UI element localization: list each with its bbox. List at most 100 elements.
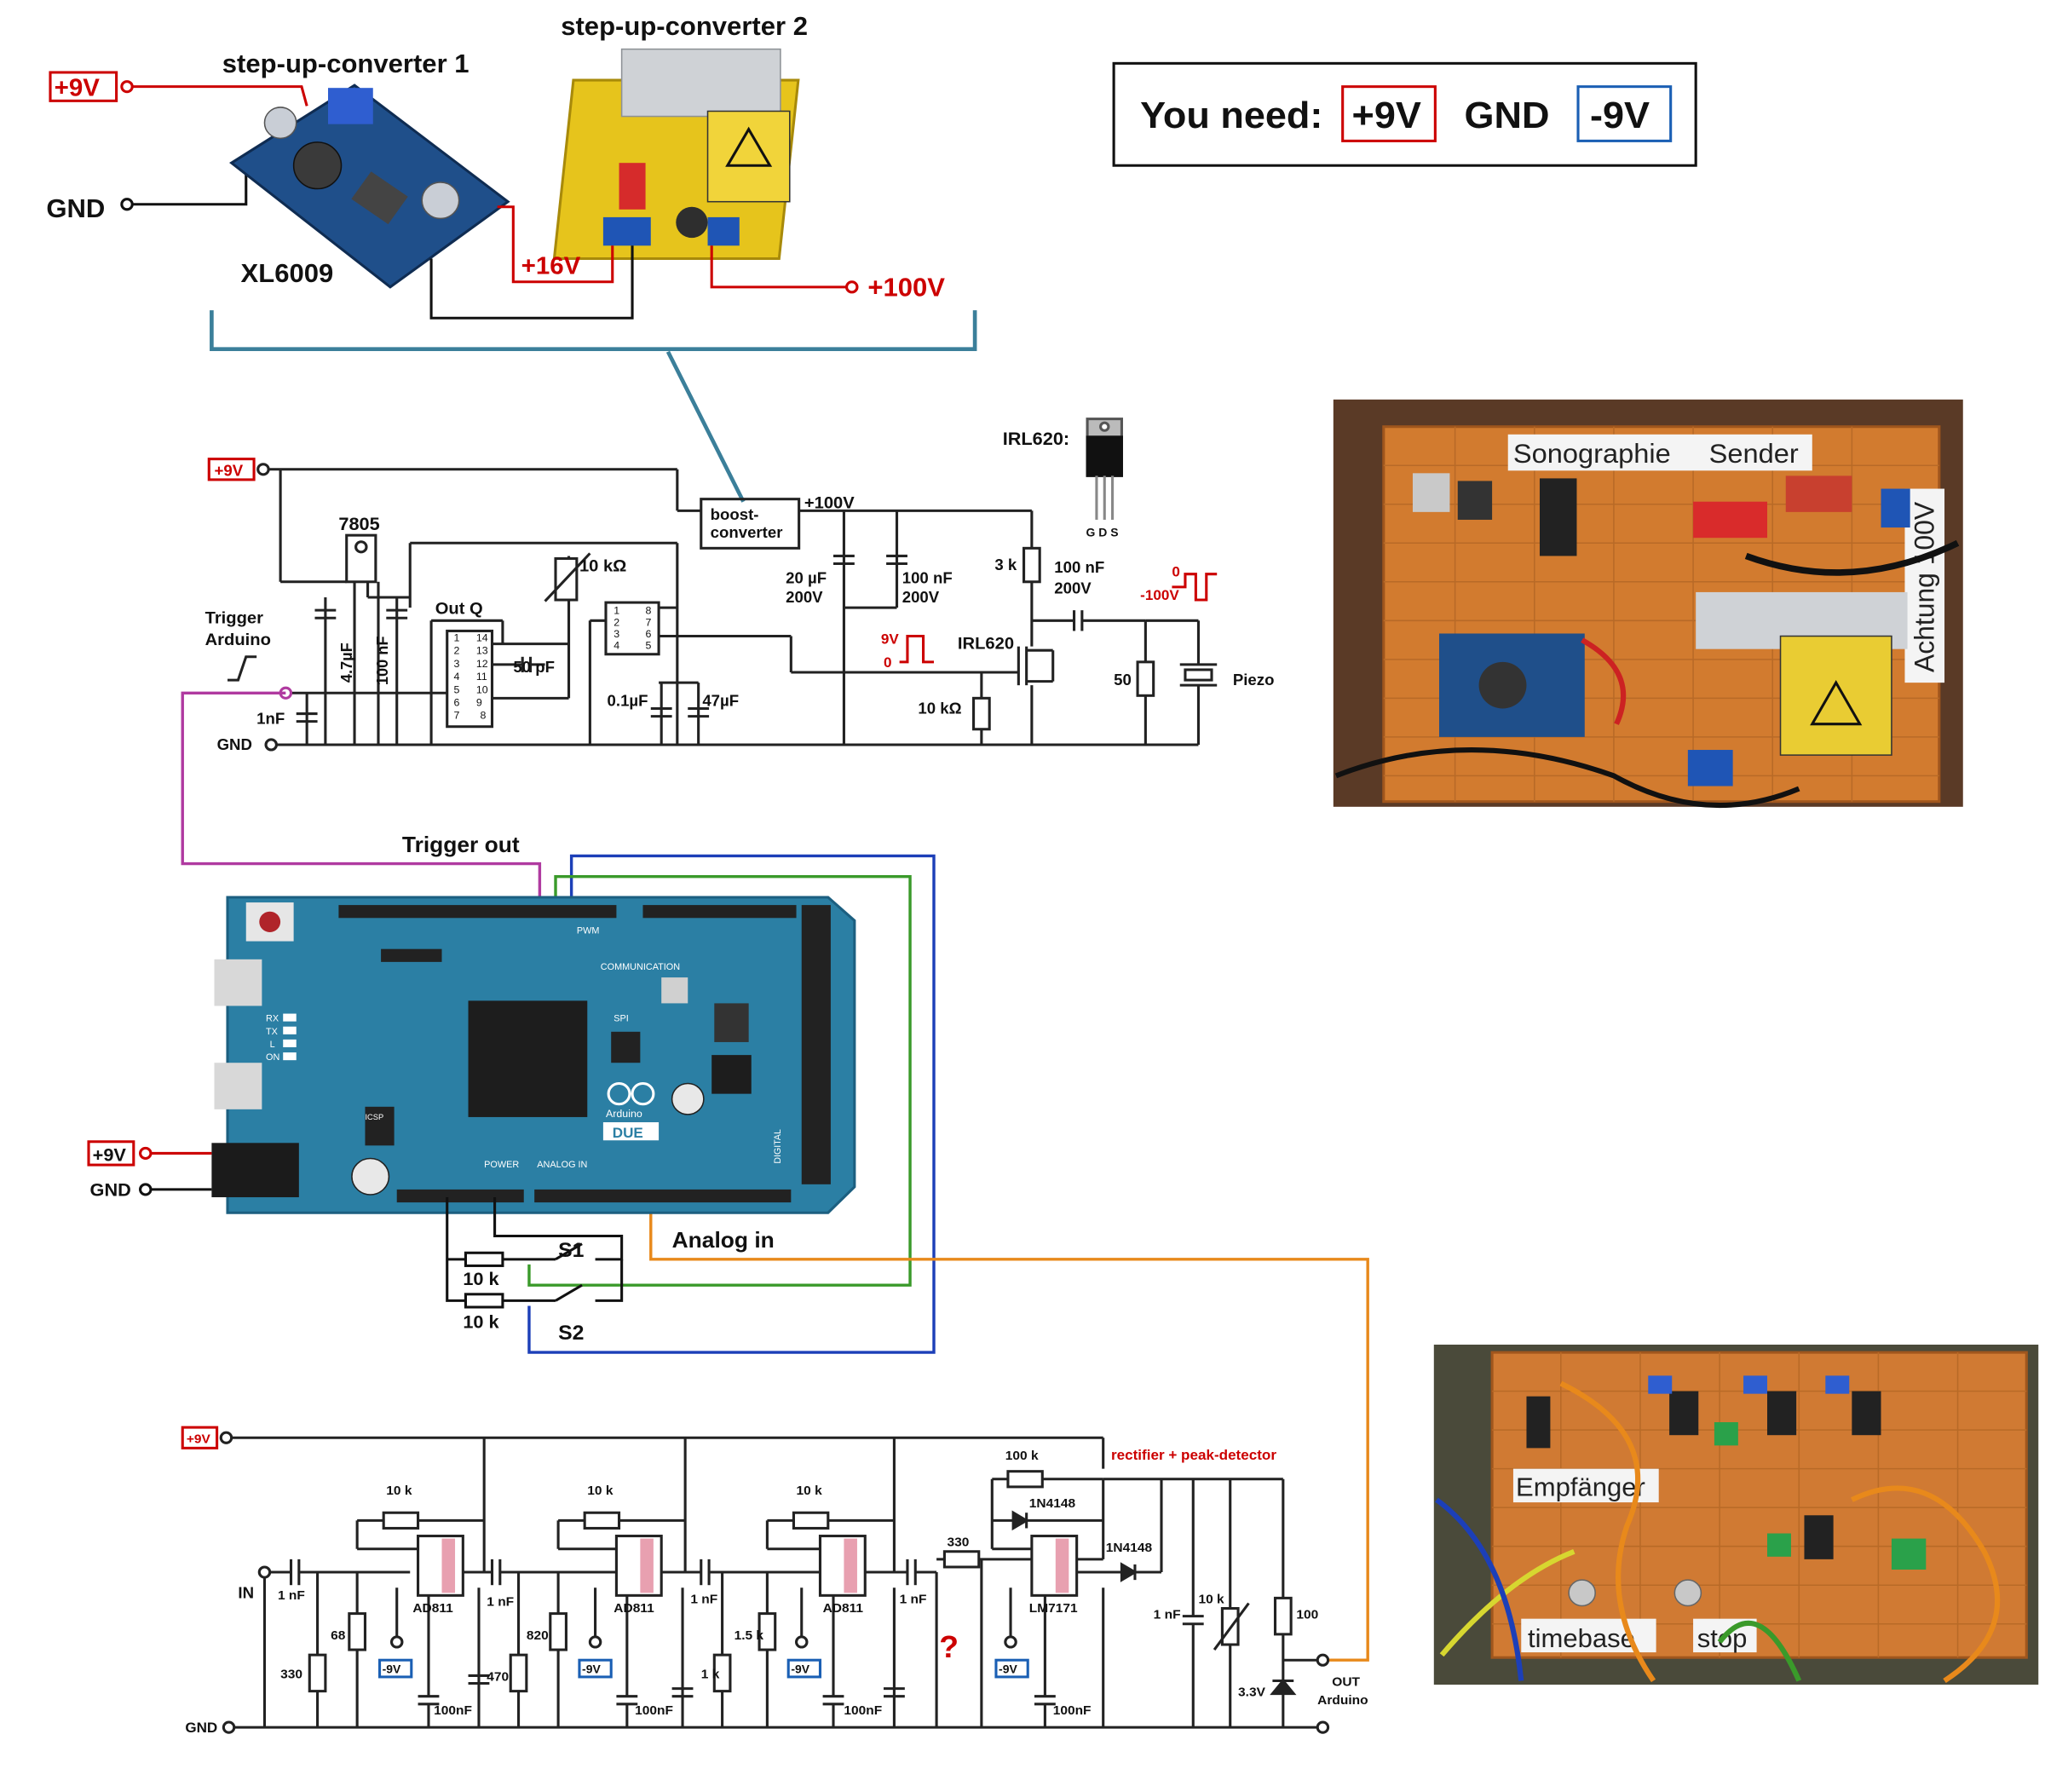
switch-s2[interactable] [555,1283,583,1302]
gnd-link-wire [429,245,634,320]
amp2-label: AD811 [614,1601,654,1616]
pin: 14 [476,632,488,644]
achtung-label-bg [1904,488,1945,683]
out-q-label: Out Q [435,600,483,619]
rx-connector [1526,1396,1551,1449]
trigger-label-2: Arduino [205,631,271,649]
pin: 2 [453,645,459,657]
pin: 8 [481,710,487,722]
boost-converter-box [700,498,801,550]
s2-label: S2 [558,1322,584,1345]
converter2-elcap [676,206,708,239]
silk-power: POWER [484,1160,519,1170]
xl6009-board [229,84,510,289]
pin: 8 [646,605,652,617]
photo-hv-icon [1810,680,1863,726]
reset-button-cap[interactable] [259,911,281,932]
bracket-connector [665,350,746,503]
pin: 5 [646,640,652,652]
rx-in-terminal [257,1565,272,1579]
pot1-label: 10 k [386,1484,412,1498]
due-plus9-box [87,1140,135,1167]
photo-cable [1334,747,1800,809]
neg1-label: -9V [383,1662,402,1676]
c100n-3-label: 100nF [844,1703,882,1718]
c-20u-label-1: 20 µF [786,568,827,586]
need-minus9-box [1576,85,1673,142]
silk-spi: SPI [614,1014,629,1024]
reg-7805-hole [354,540,368,554]
dc-jack [211,1143,299,1198]
r820-label: 820 [527,1628,549,1643]
plus100v-terminal-top [844,280,859,294]
rx-title: rectifier + peak-detector [1111,1447,1276,1463]
converter2-board [552,48,800,260]
gds-label: G D S [1086,526,1119,539]
lm7171 [1030,1535,1079,1597]
due-power: +9V GND [87,1140,212,1200]
header-power [396,1189,524,1203]
converter-bracket [210,310,977,351]
c-01u-label: 0.1µF [608,692,648,710]
erase-button[interactable] [661,977,688,1004]
r-10k-s1 [464,1251,504,1267]
c5-label: 1 nF [1154,1608,1181,1622]
ic-555 [604,601,660,656]
receiver-schematic [181,1426,1330,1734]
rx-green-cap3 [1767,1533,1791,1557]
photo-terminal [1412,473,1450,512]
need-plus9: +9V [1352,95,1422,136]
rx-blue-wire [1435,1497,1524,1681]
pulse-0: 0 [884,654,891,671]
header-pwm [338,905,617,919]
usb-port-2 [214,1063,262,1109]
arduino-logo-icon [607,1081,631,1106]
sender-plus9-label: +9V [214,462,243,480]
r2-label: 10 k [463,1311,498,1332]
pin: 6 [646,628,652,640]
c-50p-label: 50 pF [513,658,555,676]
question-mark: ? [939,1630,959,1665]
pin: 12 [476,658,488,670]
xl6009-trimmer [327,88,373,124]
silk-pwm: PWM [577,926,600,936]
mosfet-label: IRL620 [958,635,1014,654]
timebase-switch[interactable] [1568,1579,1596,1607]
sender-gnd-terminal [264,738,279,752]
r68-label: 68 [331,1628,346,1643]
c-4u7-label: 4.7µF [337,642,355,683]
plus9v-box-top [49,71,118,102]
pin: 13 [476,645,488,657]
switch-s1[interactable] [555,1242,583,1261]
plus9v-wire-top [132,85,308,107]
c-20u-label-2: 200V [786,588,823,606]
pin: 4 [614,640,619,652]
due-plus9-terminal [139,1146,153,1161]
neg4-label: -9V [999,1662,1018,1676]
plus9v-label-top: +9V [55,75,101,102]
due-chip2 [711,1055,752,1094]
sender-photo-label2: Sender [1709,439,1799,470]
stop-switch[interactable] [1673,1579,1702,1607]
c-47u-label: 47µF [702,692,739,710]
due-badge [602,1122,660,1141]
rx-ic1 [1669,1391,1699,1436]
blue-wire [527,854,936,1354]
c100n-2-label: 100nF [635,1703,673,1718]
zener-label: 3.3V [1238,1685,1266,1700]
rx-green-wire [1717,1620,1802,1682]
rx-out-label-1: OUT [1332,1675,1360,1690]
pin: 1 [453,632,459,644]
arduino-wiring [181,691,1369,1662]
due-gnd-terminal [139,1183,153,1196]
r-68 [348,1612,367,1651]
rx-plus9-label: +9V [187,1432,211,1446]
photo-transformer [1779,635,1892,756]
c-1n-label: 1nF [256,710,285,728]
c100n-4-label: 100nF [1053,1703,1092,1718]
due-reg [714,1003,749,1042]
piezo-element [1184,668,1213,682]
r-3k-label: 3 k [994,556,1017,573]
boost-label-2: converter [711,523,783,541]
